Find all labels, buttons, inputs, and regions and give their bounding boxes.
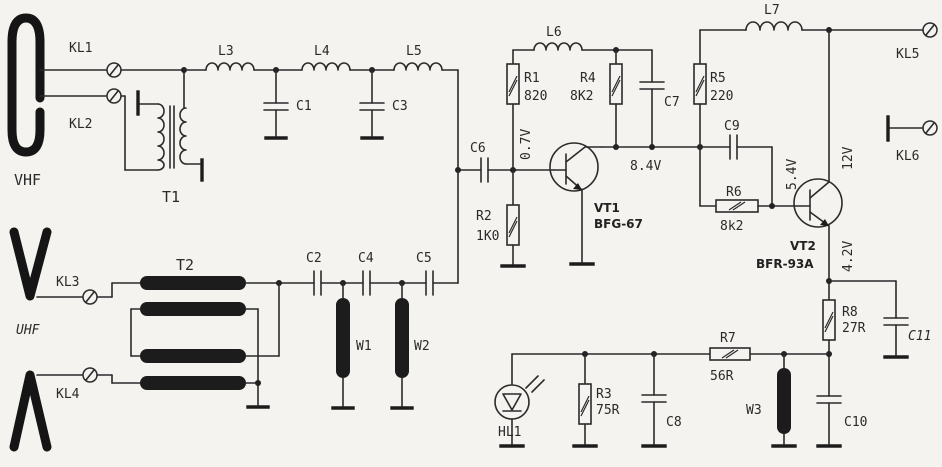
label-vt2-type: BFR-93A [756,257,814,271]
transformer-t2 [140,276,246,390]
capacitor-c9 [729,134,738,160]
label-voltage-8-4v: 8.4V [630,159,661,174]
label-r8-value: 27R [842,321,866,336]
label-r3-value: 75R [596,403,620,418]
label-t2: T2 [176,256,194,274]
label-r5: R5 [710,71,726,86]
terminal-kl2[interactable] [106,88,122,104]
label-c1: C1 [296,99,312,114]
label-vt2: VT2 [790,239,816,253]
resistor-r7 [709,347,751,361]
label-c11: C11 [908,329,931,344]
label-r1-value: 820 [524,89,547,104]
label-w1: W1 [356,339,372,354]
capacitor-c2 [313,270,322,296]
label-r1: R1 [524,71,540,86]
capacitor-c10 [816,395,842,404]
label-l3: L3 [218,44,234,59]
capacitor-c8 [641,394,667,403]
label-kl2: KL2 [69,117,92,132]
resistor-r5 [693,63,707,105]
capacitor-c3 [359,69,385,140]
resistor-r6 [715,199,759,213]
transformer-t1 [120,69,204,182]
label-voltage-12v: 12V [841,146,856,170]
inductor-l6 [533,42,583,51]
transistor-vt2 [793,178,843,228]
inductor-l3 [205,62,255,71]
label-uhf: UHF [16,323,41,338]
inductor-l5 [393,62,443,71]
label-kl1: KL1 [69,41,92,56]
resistor-r1 [506,63,520,105]
label-l5: L5 [406,44,422,59]
stripline-w3 [777,368,791,434]
label-r2-value: 1K0 [476,229,499,244]
label-r7-value: 56R [710,369,734,384]
capacitor-c1 [263,69,289,140]
terminal-kl1[interactable] [106,62,122,78]
label-r4-value: 8K2 [570,89,593,104]
label-voltage-5-4v: 5.4V [785,159,800,190]
label-r5-value: 220 [710,89,733,104]
transistor-vt1 [549,142,603,263]
label-hl1: HL1 [498,425,521,440]
label-c5: C5 [416,251,432,266]
inductor-l7 [745,21,803,31]
capacitor-c6 [480,157,489,183]
label-vt1: VT1 [594,201,620,215]
label-l4: L4 [314,44,330,59]
label-c10: C10 [844,415,867,430]
label-c9: C9 [724,119,740,134]
label-r6-value: 8k2 [720,219,743,234]
label-kl4: KL4 [56,387,80,402]
label-vt1-type: BFG-67 [594,217,643,231]
resistor-r3 [578,383,592,425]
vhf-antenna [7,13,45,157]
label-voltage-0-7v: 0.7V [519,129,534,160]
label-vhf: VHF [14,171,41,189]
label-w2: W2 [414,339,430,354]
label-kl5: KL5 [896,47,919,62]
terminal-kl3[interactable] [82,289,98,305]
label-t1: T1 [162,188,180,206]
label-kl3: KL3 [56,275,79,290]
label-c7: C7 [664,95,680,110]
label-c6: C6 [470,141,486,156]
terminal-kl5[interactable] [922,22,938,38]
label-c2: C2 [306,251,322,266]
label-r4: R4 [580,71,596,86]
inductor-l4 [301,62,351,71]
label-w3: W3 [746,403,762,418]
led-hl1 [494,353,545,445]
label-c8: C8 [666,415,682,430]
stripline-w2 [395,298,409,378]
resistor-r8 [822,299,836,341]
label-r6: R6 [726,185,742,200]
capacitor-c5 [425,270,434,296]
label-l6: L6 [546,25,562,40]
terminal-kl6[interactable] [922,120,938,136]
label-c4: C4 [358,251,374,266]
labels: KL1 KL2 VHF T1 L3 L4 L5 C1 C3 C6 L6 R1 8… [14,3,931,440]
capacitor-c4 [362,270,371,296]
capacitor-c7 [639,81,665,90]
resistor-r4 [609,63,623,105]
label-kl6: KL6 [896,149,919,164]
label-l7: L7 [764,3,780,18]
label-r8: R8 [842,305,858,320]
label-r2: R2 [476,209,492,224]
label-c3: C3 [392,99,408,114]
label-r3: R3 [596,387,612,402]
terminal-kl4[interactable] [82,367,98,383]
uhf-antenna-lower [9,370,52,452]
resistor-r2 [506,204,520,246]
label-r7: R7 [720,331,736,346]
stripline-w1 [336,298,350,378]
uhf-antenna-upper [9,227,52,301]
capacitor-c11 [883,317,909,326]
label-voltage-4-2v: 4.2V [841,241,856,272]
